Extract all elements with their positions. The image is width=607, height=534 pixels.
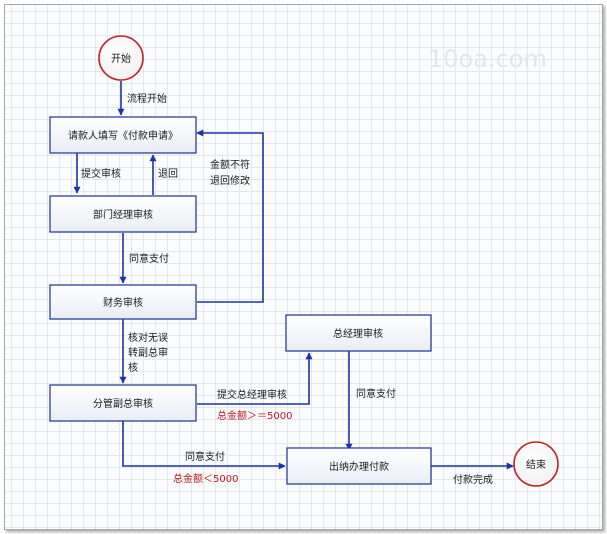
node-gm-review: 总经理审核	[285, 314, 432, 352]
node-cashier-pay: 出纳办理付款	[286, 447, 432, 485]
label-total-lt-5000: 总金额＜5000	[173, 472, 238, 485]
label-amount-mismatch-2: 退回修改	[210, 174, 250, 187]
svg-text:部门经理审核: 部门经理审核	[93, 208, 153, 221]
label-pay-done: 付款完成	[453, 473, 493, 486]
diagram-canvas: 10oa.com 开始 请款人填写《付款申请》 部门经理审核	[4, 4, 603, 530]
node-end: 结束	[513, 441, 559, 487]
node-start: 开始	[98, 35, 144, 81]
label-verified-1: 核对无误	[128, 331, 168, 344]
edge-vp-to-cashier	[122, 421, 286, 470]
node-apply: 请款人填写《付款申请》	[49, 116, 197, 154]
svg-text:出纳办理付款: 出纳办理付款	[329, 460, 389, 473]
label-return: 退回	[158, 168, 178, 180]
svg-text:结束: 结束	[526, 458, 546, 471]
edge-vp-to-gm	[197, 352, 313, 405]
label-amount-mismatch-1: 金额不符	[210, 158, 250, 171]
watermark: 10oa.com	[428, 45, 547, 73]
label-verified-3: 核	[128, 361, 138, 374]
node-dept-review: 部门经理审核	[49, 195, 197, 233]
label-submit-review: 提交审核	[81, 167, 121, 180]
svg-text:开始: 开始	[111, 52, 131, 65]
node-vp-review: 分管副总审核	[49, 384, 197, 422]
label-flow-start: 流程开始	[127, 92, 167, 105]
edge-finance-return-loop	[196, 129, 264, 303]
node-finance-review: 财务审核	[49, 284, 197, 320]
svg-text:分管副总审核: 分管副总审核	[93, 397, 153, 410]
svg-text:总经理审核: 总经理审核	[333, 327, 383, 340]
label-agree-pay-vp: 同意支付	[185, 450, 225, 463]
flowchart: 10oa.com 开始 请款人填写《付款申请》 部门经理审核	[49, 35, 559, 487]
label-submit-gm: 提交总经理审核	[217, 388, 287, 401]
label-verified-2: 转副总审	[128, 346, 168, 359]
label-agree-pay-finance: 同意支付	[129, 252, 169, 265]
svg-text:财务审核: 财务审核	[103, 296, 143, 309]
label-total-ge-5000: 总金额＞＝5000	[217, 409, 292, 422]
svg-text:请款人填写《付款申请》: 请款人填写《付款申请》	[68, 129, 178, 142]
label-agree-pay-gm: 同意支付	[356, 387, 396, 400]
